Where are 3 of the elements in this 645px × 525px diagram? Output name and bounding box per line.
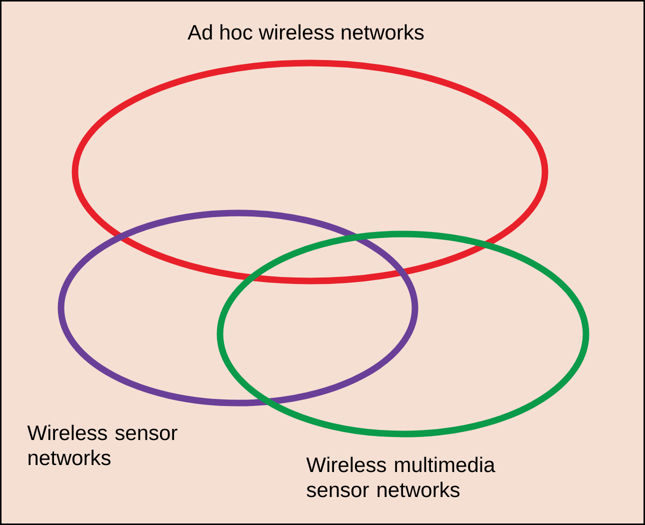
set-label: Wireless sensor networks [27, 424, 178, 466]
set-label: Wireless multimedia sensor networks [306, 456, 496, 498]
set-label: Ad hoc wireless networks [188, 24, 424, 40]
